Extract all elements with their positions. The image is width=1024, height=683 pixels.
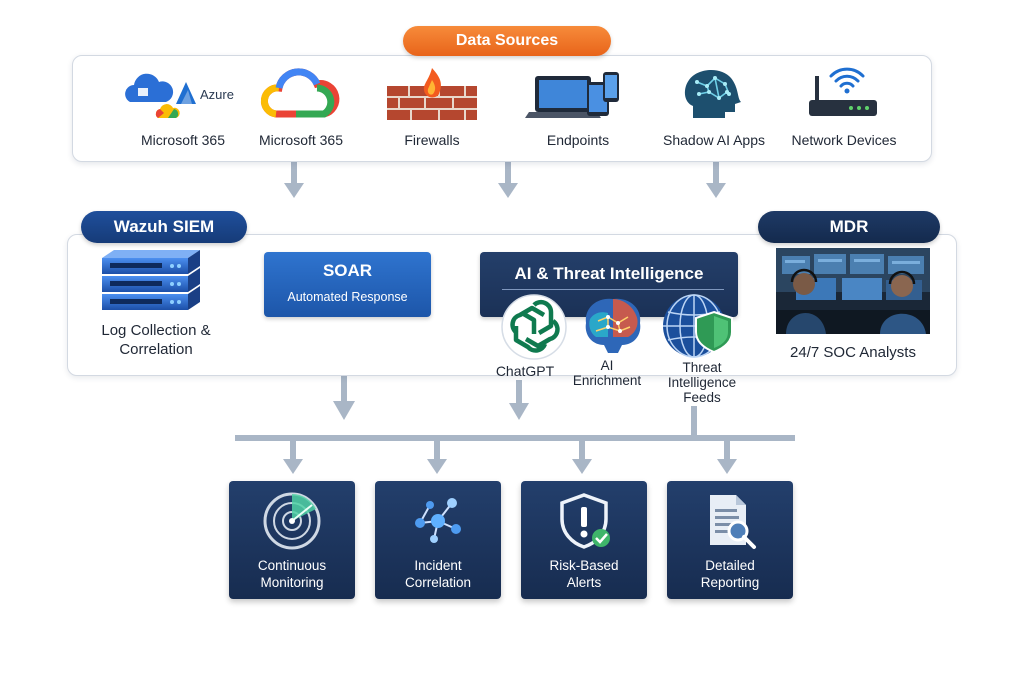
- threat-intel-feeds-label: Threat Intelligence Feeds: [667, 360, 737, 405]
- ai-divider: [502, 289, 724, 290]
- card-label: Risk-Based Alerts: [549, 558, 619, 590]
- wazuh-siem-title: Wazuh SIEM: [81, 211, 247, 243]
- card-detailed-reporting: Detailed Reporting: [667, 481, 793, 599]
- server-stack-icon: [102, 250, 200, 310]
- soc-analysts-photo: [776, 248, 930, 334]
- source-network-devices: Network Devices: [779, 62, 909, 154]
- chatgpt-icon: [501, 294, 567, 360]
- card-label: Continuous Monitoring: [257, 558, 327, 590]
- source-label: Firewalls: [404, 132, 460, 148]
- soar-subtitle: Automated Response: [287, 290, 408, 304]
- ai-enrichment-label: AI Enrichment: [572, 358, 642, 388]
- soar-box: SOAR Automated Response: [264, 252, 431, 317]
- chatgpt-label: ChatGPT: [495, 363, 555, 379]
- network-graph-icon: [415, 498, 461, 543]
- firewall-icon: [387, 68, 477, 120]
- radar-icon: [263, 492, 321, 550]
- endpoints-icon: [525, 72, 619, 118]
- soar-title: SOAR: [322, 261, 373, 280]
- source-shadow-ai-apps: Shadow AI Apps: [649, 62, 779, 154]
- source-microsoft-365-azure: Azure Microsoft 365: [118, 62, 248, 154]
- azure-label: Azure: [200, 87, 234, 102]
- globe-shield-icon: [663, 294, 733, 358]
- mdr-title: MDR: [758, 211, 940, 243]
- google-cloud-icon: [260, 68, 340, 118]
- report-search-icon: [710, 495, 756, 549]
- card-risk-based-alerts: Risk-Based Alerts: [521, 481, 647, 599]
- cloud-azure-icon: [125, 73, 196, 118]
- source-label: Microsoft 365: [258, 132, 344, 148]
- ai-brain-head-icon: [684, 69, 741, 118]
- source-microsoft-365-cloud: Microsoft 365: [236, 62, 366, 154]
- ai-brain-icon: [585, 298, 641, 353]
- card-label: Incident Correlation: [404, 558, 472, 590]
- card-label: Detailed Reporting: [700, 558, 760, 590]
- source-endpoints: Endpoints: [513, 62, 643, 154]
- soc-analysts-label: 24/7 SOC Analysts: [790, 344, 916, 361]
- card-continuous-monitoring: Continuous Monitoring: [229, 481, 355, 599]
- router-wifi-icon: [809, 67, 877, 116]
- source-label: Microsoft 365: [140, 132, 226, 148]
- source-label: Network Devices: [791, 132, 897, 148]
- data-sources-panel: [72, 55, 932, 162]
- data-sources-title: Data Sources: [403, 26, 611, 56]
- card-incident-correlation: Incident Correlation: [375, 481, 501, 599]
- source-label: Shadow AI Apps: [663, 132, 765, 148]
- ai-title: AI & Threat Intelligence: [514, 264, 704, 283]
- source-label: Endpoints: [546, 132, 610, 148]
- source-firewalls: Firewalls: [367, 62, 497, 154]
- shield-alert-icon: [560, 493, 610, 549]
- log-collection-label: Log Collection & Correlation: [101, 322, 211, 358]
